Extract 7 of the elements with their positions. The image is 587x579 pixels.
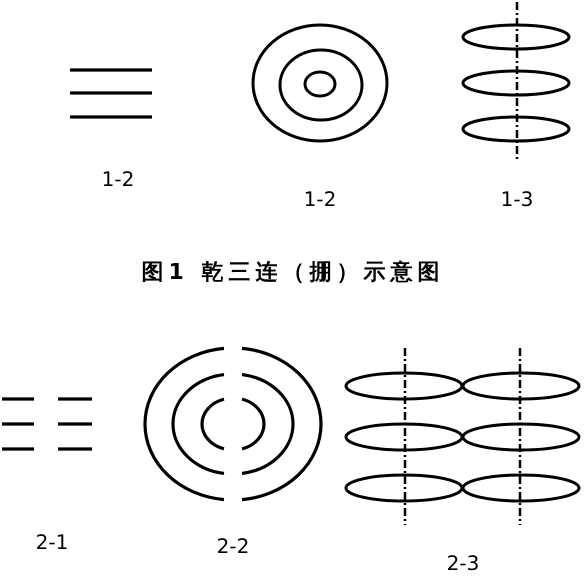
- figure-label: 2-3: [446, 552, 480, 574]
- figure-caption: 图1 乾三连（掤）示意图: [142, 261, 444, 286]
- figure-label: 1-3: [500, 188, 534, 210]
- figure-label: 1-2: [304, 188, 336, 210]
- figure-label: 1-2: [102, 168, 134, 190]
- figure-label: 2-2: [216, 535, 250, 557]
- figure-label: 2-1: [36, 531, 68, 553]
